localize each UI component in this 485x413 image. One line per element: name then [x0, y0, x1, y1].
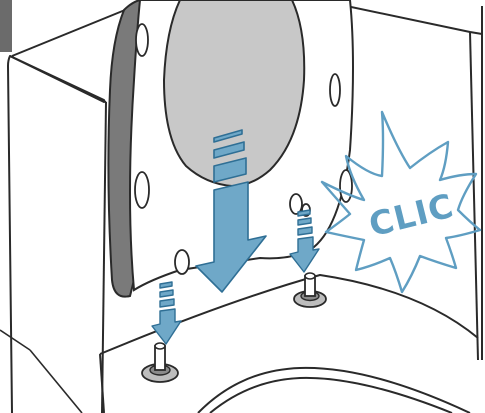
left-hinge-arrow-icon	[152, 282, 181, 344]
seat-buffer-lower-left	[135, 172, 149, 208]
hinge-post-right	[294, 273, 326, 307]
corner-tab	[0, 0, 12, 52]
toilet-cistern	[0, 10, 125, 413]
seat-buffer-lower-right	[340, 170, 352, 202]
clic-label: CLIC	[365, 186, 458, 245]
seat-buffer-upper-left	[136, 24, 148, 56]
hinge-post-left	[142, 343, 178, 382]
seat-buffer-upper-right	[330, 74, 340, 106]
